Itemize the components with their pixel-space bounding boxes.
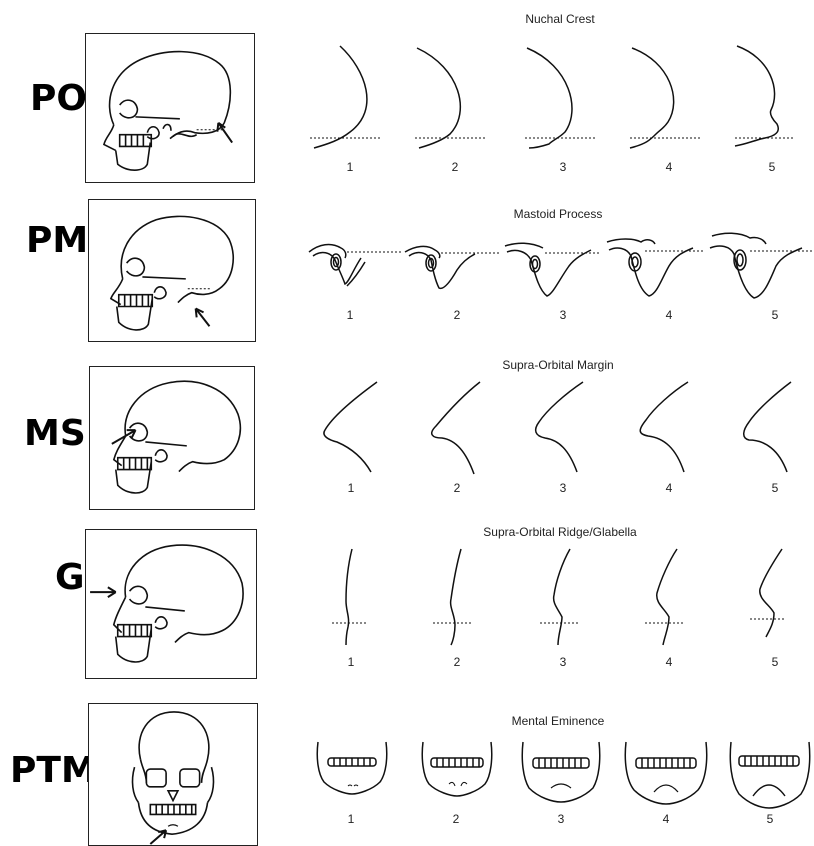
stage-number-g-2: 2 [447, 655, 467, 669]
stage-drawing-ptm-5 [725, 738, 813, 812]
stage-number-g-4: 4 [659, 655, 679, 669]
stage-number-ms-4: 4 [659, 481, 679, 495]
stage-number-po-1: 1 [340, 160, 360, 174]
stage-drawing-ms-1 [315, 378, 385, 478]
skull-frame-g [85, 529, 257, 679]
stage-drawing-ms-3 [525, 378, 595, 478]
stage-number-g-1: 1 [341, 655, 361, 669]
row-title-pm: Mastoid Process [398, 207, 718, 221]
arrow-icon [90, 367, 254, 509]
stage-number-ptm-3: 3 [551, 812, 571, 826]
stage-number-po-4: 4 [659, 160, 679, 174]
row-code-pm: PM [26, 220, 88, 261]
stage-drawing-po-4 [620, 40, 710, 155]
stage-drawing-g-3 [530, 545, 590, 650]
stage-number-g-5: 5 [765, 655, 785, 669]
stage-number-po-5: 5 [762, 160, 782, 174]
skull-frame-po [85, 33, 255, 183]
stage-drawing-pm-4 [605, 236, 705, 310]
stage-number-ms-5: 5 [765, 481, 785, 495]
stage-number-pm-5: 5 [765, 308, 785, 322]
stage-drawing-ptm-1 [312, 738, 392, 806]
stage-drawing-g-4 [635, 545, 695, 650]
stage-number-ptm-1: 1 [341, 812, 361, 826]
stage-number-ms-2: 2 [447, 481, 467, 495]
stage-number-pm-3: 3 [553, 308, 573, 322]
stage-number-ptm-2: 2 [446, 812, 466, 826]
stage-drawing-g-5 [740, 545, 800, 650]
stage-number-pm-1: 1 [340, 308, 360, 322]
row-title-g: Supra-Orbital Ridge/Glabella [400, 525, 720, 539]
stage-number-g-3: 3 [553, 655, 573, 669]
stage-drawing-g-2 [425, 545, 485, 650]
stage-drawing-pm-2 [403, 240, 503, 310]
stage-number-ms-1: 1 [341, 481, 361, 495]
skull-frame-ptm [88, 703, 258, 846]
row-title-ptm: Mental Eminence [398, 714, 718, 728]
stage-drawing-g-1 [320, 545, 380, 650]
stage-drawing-pm-5 [708, 232, 814, 312]
stage-number-ptm-4: 4 [656, 812, 676, 826]
stage-drawing-ptm-2 [417, 738, 497, 806]
stage-drawing-po-5 [725, 40, 814, 155]
stage-drawing-po-2 [405, 40, 495, 155]
skull-frame-pm [88, 199, 256, 342]
row-code-g: G [55, 557, 85, 598]
row-title-ms: Supra-Orbital Margin [398, 358, 718, 372]
stage-drawing-ms-5 [735, 378, 805, 478]
arrow-icon [89, 200, 255, 341]
row-code-po: PO [30, 78, 87, 119]
stage-drawing-po-1 [300, 40, 390, 155]
stage-number-pm-4: 4 [659, 308, 679, 322]
stage-drawing-ms-2 [420, 378, 490, 478]
stage-drawing-po-3 [515, 40, 605, 155]
stage-number-po-3: 3 [553, 160, 573, 174]
stage-drawing-ms-4 [630, 378, 700, 478]
row-title-po: Nuchal Crest [400, 12, 720, 26]
row-code-ptm: PTM [10, 750, 97, 791]
stage-number-ms-3: 3 [553, 481, 573, 495]
arrow-icon [86, 530, 256, 678]
arrow-icon [86, 34, 254, 182]
stage-drawing-pm-1 [305, 240, 405, 310]
skull-frame-ms [89, 366, 255, 510]
arrow-icon [89, 704, 257, 845]
stage-number-po-2: 2 [445, 160, 465, 174]
stage-number-ptm-5: 5 [760, 812, 780, 826]
stage-number-pm-2: 2 [447, 308, 467, 322]
stage-drawing-ptm-4 [620, 738, 712, 810]
stage-drawing-ptm-3 [517, 738, 605, 808]
stage-drawing-pm-3 [503, 240, 603, 310]
row-code-ms: MS [24, 413, 86, 454]
